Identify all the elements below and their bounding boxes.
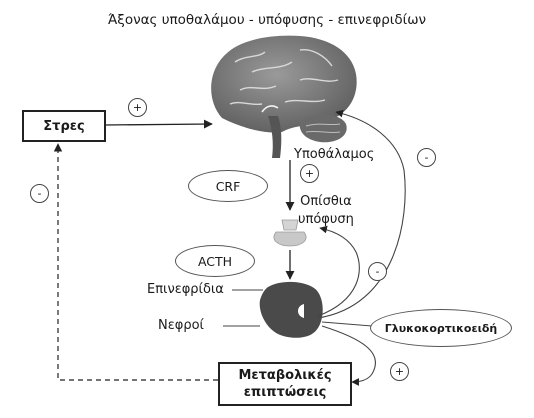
glucocorticoids-label: Γλυκοκορτικοειδή [384, 321, 498, 335]
crf-ellipse: CRF [188, 170, 268, 202]
sign-stress-to-brain: + [128, 98, 147, 117]
sign-feedback-pituitary: - [368, 262, 387, 281]
stress-box: Στρες [22, 110, 106, 142]
kidney-adrenal-illustration [259, 281, 323, 338]
brainstem [268, 116, 282, 158]
glucocorticoids-ellipse: Γλυκοκορτικοειδή [370, 309, 512, 347]
sign-feedback-stress: - [30, 184, 49, 203]
arrow-stress-to-brain [104, 119, 213, 129]
acth-ellipse: ACTH [175, 245, 255, 277]
pituitary-label: Οπίσθια υπόφυση [298, 193, 354, 229]
kidneys-label: Νεφροί [158, 318, 204, 333]
stress-label: Στρες [43, 118, 85, 134]
pituitary-label-line1: Οπίσθια [300, 194, 352, 209]
brain-illustration [211, 35, 357, 158]
sign-to-metabolic: + [390, 362, 409, 381]
metabolic-effects-box: Μεταβολικές επιπτώσεις [218, 362, 352, 406]
pituitary-gland-illustration [273, 219, 307, 247]
metabolic-effects-line2: επιπτώσεις [243, 385, 327, 400]
feedback-arrow-to-brain [317, 109, 406, 319]
brain-cerebellum [299, 114, 347, 143]
sign-hypothalamus-to-pituitary: + [300, 164, 319, 183]
acth-label: ACTH [197, 253, 233, 269]
adrenals-label: Επινεφρίδια [147, 282, 224, 297]
hypothalamus-label: Υποθάλαμος [294, 147, 375, 162]
metabolic-effects-line1: Μεταβολικές [238, 368, 332, 383]
pituitary-label-line2: υπόφυση [298, 212, 354, 227]
sign-feedback-brain: - [417, 148, 436, 167]
brain-cerebrum [211, 35, 357, 133]
diagram-title: Άξονας υποθαλάμου - υπόφυσης - επινεφριδ… [107, 12, 427, 28]
link-to-glucocorticoids [321, 321, 373, 327]
crf-label: CRF [215, 178, 241, 194]
arrow-to-metabolic-effects [321, 325, 376, 386]
feedback-arrow-to-pituitary [317, 225, 360, 317]
feedback-arrow-to-stress [53, 143, 218, 381]
